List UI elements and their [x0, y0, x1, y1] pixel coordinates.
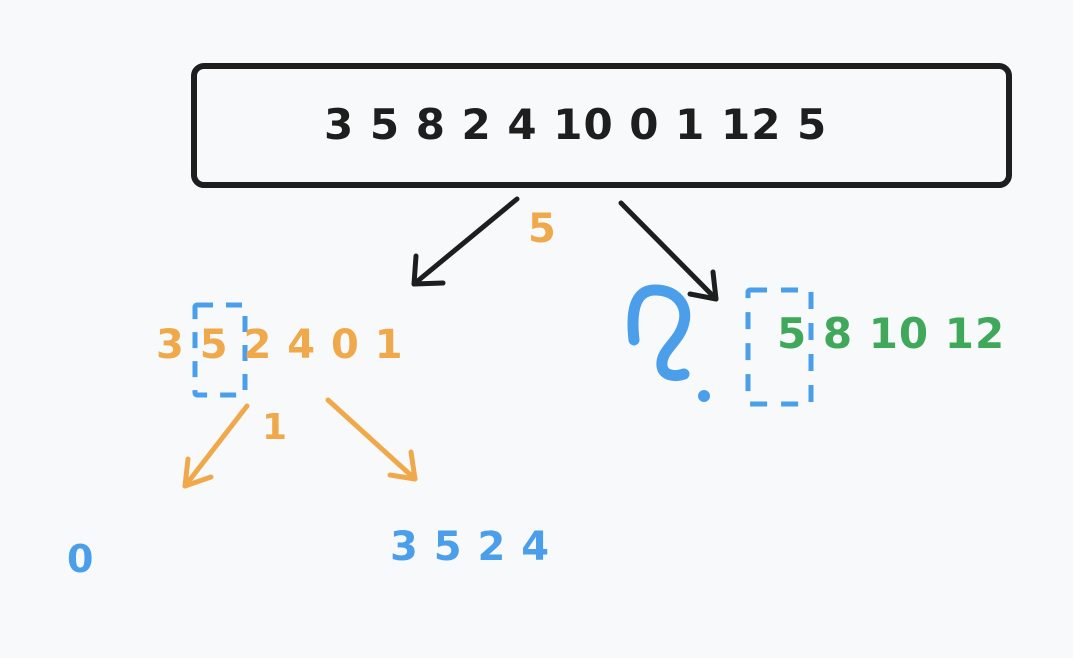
left-partition-array-text: 3 5 2 4 0 1	[156, 322, 404, 368]
left-pivot-dashed-box	[192, 302, 248, 398]
right-child-arrow	[325, 397, 418, 482]
question-mark-icon	[627, 284, 691, 382]
root-array-box	[191, 63, 1012, 188]
left-child-arrow	[182, 403, 250, 489]
question-mark-dot	[698, 390, 710, 402]
root-right-arrow	[618, 200, 719, 302]
right-partition-array-text: 5 8 10 12	[777, 309, 1006, 358]
root-pivot-label: 5	[528, 206, 556, 252]
right-leaf-array-text: 3 5 2 4	[390, 524, 551, 570]
root-array-text: 3 5 8 2 4 10 0 1 12 5	[324, 100, 828, 149]
right-pivot-dashed-box	[745, 287, 814, 407]
left-leaf-array-text: 0	[67, 537, 94, 581]
left-pivot-label: 1	[262, 407, 288, 448]
root-left-arrow	[411, 196, 520, 287]
